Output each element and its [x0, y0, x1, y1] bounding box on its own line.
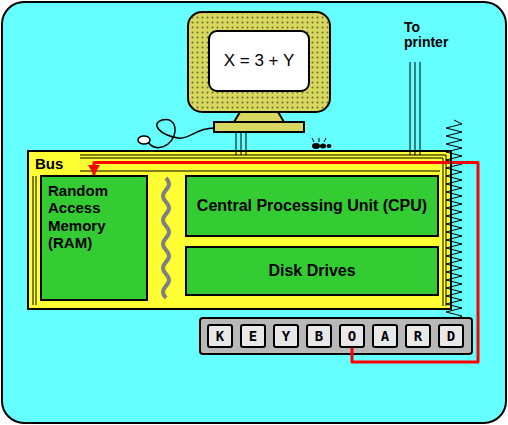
monitor-screen: X = 3 + Y	[208, 30, 310, 92]
cpu-label: Central Processing Unit (CPU)	[197, 197, 427, 215]
disk-label: Disk Drives	[268, 262, 355, 280]
ram-box: Random Access Memory (RAM)	[40, 175, 148, 301]
key-cap: Y	[273, 324, 299, 348]
ram-label: Random Access Memory (RAM)	[48, 182, 140, 251]
key-letter: R	[414, 328, 422, 344]
monitor-base	[214, 122, 304, 132]
monitor-frame	[188, 12, 330, 112]
printer-callout: To printer	[404, 20, 466, 51]
key-letter: B	[315, 328, 323, 344]
screen-formula: X = 3 + Y	[224, 51, 295, 71]
key-cap: E	[240, 324, 266, 348]
monitor-neck	[234, 112, 284, 122]
mouse-cord	[148, 119, 214, 147]
key-cap: A	[372, 324, 398, 348]
key-cap: K	[207, 324, 233, 348]
cable-squiggle	[163, 178, 169, 298]
disk-drives-box: Disk Drives	[185, 246, 439, 296]
arrow-head	[88, 165, 100, 175]
bus-board: BusRandom Access Memory (RAM) Central Pro…	[27, 150, 452, 310]
key-letter: A	[381, 328, 389, 344]
key-letter: Y	[282, 328, 290, 344]
keyboard-body	[200, 318, 472, 354]
bus-board-fill	[27, 150, 452, 310]
mouse	[138, 136, 150, 144]
key-letter: E	[249, 328, 257, 344]
key-letter: D	[447, 328, 455, 344]
flow-line	[94, 163, 478, 363]
key-letter: K	[216, 328, 224, 344]
cpu-box: Central Processing Unit (CPU)	[185, 175, 439, 237]
key-cap: R	[405, 324, 431, 348]
key-cap: B	[306, 324, 332, 348]
key-cap: O	[339, 324, 365, 348]
bus-label: Bus	[35, 155, 63, 172]
bus-wires	[33, 62, 446, 306]
key-letter: O	[348, 328, 356, 344]
key-cap: D	[438, 324, 464, 348]
